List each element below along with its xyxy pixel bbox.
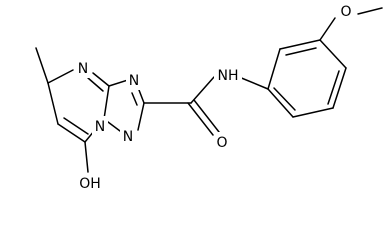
bond-n1-c2: [137, 102, 145, 131]
methoxy-oxygen-label: O: [340, 4, 351, 20]
bond-carbonyl-o-b: [193, 99, 220, 133]
bond-ring-nh: [238, 76, 269, 90]
carbonyl-oxygen-label: O: [216, 135, 227, 151]
bond-ring2-1: [319, 39, 347, 69]
triazole-n3-label: N: [129, 73, 139, 89]
bridgehead-n-label: N: [95, 119, 105, 135]
molecule-canvas: O N NH N N N O OH: [35, 4, 383, 192]
pyrimidine-n4-label: N: [78, 61, 88, 77]
bond-ring2-5: [267, 48, 281, 90]
bond-c3a-n8a: [103, 85, 110, 120]
triazole-n1-label: N: [123, 129, 133, 145]
bond-ring2-4: [267, 88, 294, 118]
bond-c2-n3-inner: [131, 92, 138, 106]
amide-nh-label: NH: [218, 68, 239, 84]
bond-n4-c5: [47, 69, 74, 84]
bond-c7-oh: [84, 141, 89, 173]
bond-c5-methyl: [35, 47, 49, 84]
bond-methyl-o: [357, 7, 383, 15]
bond-c5-c6: [47, 82, 59, 125]
bond-o-ring: [319, 17, 336, 41]
bond-c3a-n4-b: [87, 77, 104, 92]
bond-n3-c3a: [108, 79, 129, 87]
bond-nh-carbonyl: [190, 76, 215, 104]
bond-ring2-4-inner: [273, 87, 296, 111]
bond-c2-n3: [138, 89, 145, 104]
bond-c3a-n4-a: [92, 72, 110, 87]
bond-ring2-6-inner: [285, 47, 317, 56]
hydroxyl-label: OH: [79, 176, 101, 192]
molecule-structure: O N NH N N N O OH: [35, 4, 383, 192]
bond-ring2-3: [292, 107, 334, 118]
bond-ring2-2: [332, 67, 347, 109]
bond-c6-c7-a: [57, 123, 86, 143]
bond-ring2-6: [279, 39, 321, 50]
bond-ring2-2-inner: [327, 70, 340, 105]
bond-c6-c7-b: [63, 117, 89, 135]
bond-carbonyl-o-a: [187, 102, 214, 136]
